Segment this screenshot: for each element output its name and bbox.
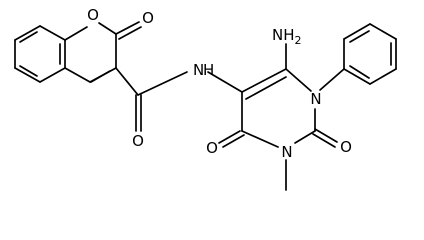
bond: [349, 30, 370, 43]
bond: [115, 67, 139, 96]
atom-label-n1: N: [310, 90, 321, 108]
atom-label-amino: NH2: [272, 26, 302, 47]
bond: [19, 65, 38, 77]
bond: [369, 68, 397, 85]
bond: [118, 26, 142, 40]
bond: [245, 76, 287, 100]
bond: [64, 26, 88, 41]
bond: [115, 21, 140, 35]
bond: [343, 23, 371, 40]
atom-label-ring-oxygen: O: [87, 6, 99, 24]
bond: [90, 70, 111, 83]
molecule-diagram: O O O N H NH2 N O N O: [14, 6, 397, 191]
amino-subscript: 2: [295, 34, 302, 47]
bond: [39, 67, 66, 83]
bond: [19, 31, 38, 43]
atom-label-lactone-oxygen: O: [142, 9, 154, 27]
bond: [222, 134, 245, 148]
bond: [241, 130, 279, 148]
atom-label-o2: O: [340, 138, 352, 156]
bond: [369, 23, 397, 40]
atom-label-n3: N: [281, 143, 292, 161]
bond: [241, 68, 287, 93]
bond: [98, 22, 117, 35]
atom-label-o4: O: [206, 139, 218, 157]
bond: [218, 130, 241, 144]
atom-label-amide-nitrogen: N: [193, 61, 204, 79]
bond: [319, 68, 345, 91]
bond: [294, 130, 316, 144]
structure-svg: O O O N H NH2 N O N O: [14, 6, 397, 191]
bond: [14, 67, 41, 83]
bond: [285, 68, 312, 92]
bond: [64, 67, 91, 83]
bond: [39, 25, 66, 41]
bond: [207, 71, 243, 93]
atom-labels: O O O N H NH2 N O N O: [87, 6, 352, 161]
bond: [343, 68, 371, 85]
atom-label-amide-hydrogen: H: [203, 61, 214, 79]
bond: [349, 65, 370, 79]
atom-label-amide-oxygen: O: [132, 132, 144, 150]
bond: [314, 128, 338, 143]
bond: [312, 133, 336, 148]
amino-nh: NH: [272, 26, 295, 44]
bond: [14, 25, 41, 41]
bonds: [14, 21, 397, 191]
bond: [137, 71, 188, 96]
